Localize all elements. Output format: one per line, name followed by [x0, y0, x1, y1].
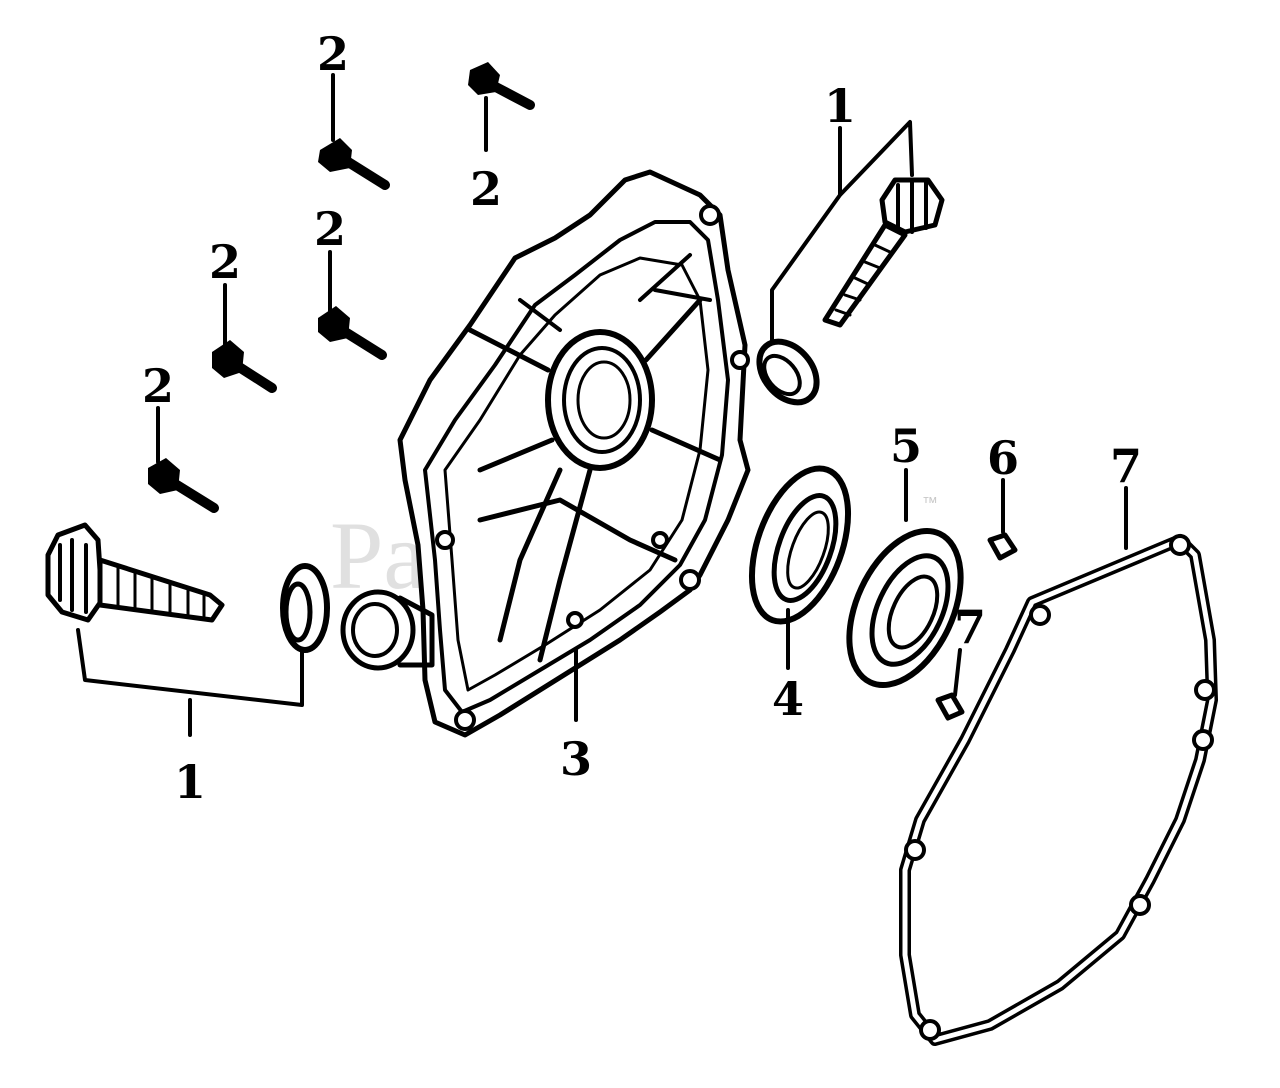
callout-2-a: 2 [317, 27, 349, 81]
flange-bolts [148, 62, 535, 513]
callout-5: 5 [890, 419, 922, 473]
ball-bearing [846, 527, 964, 689]
callouts: 1 1 2 2 2 2 2 3 4 5 6 7 7 [142, 27, 1142, 809]
dowel-pin-6 [987, 532, 1018, 561]
crankcase-cover [340, 169, 751, 738]
callout-2-e: 2 [142, 359, 174, 413]
watermark-tm: ™ [922, 495, 938, 512]
callout-1-right: 1 [824, 79, 856, 133]
callout-6: 6 [987, 431, 1019, 485]
bolt-c [318, 306, 387, 360]
callout-2-d: 2 [209, 235, 241, 289]
gasket [899, 534, 1218, 1046]
bolt-a [318, 138, 390, 190]
callout-1-left: 1 [174, 755, 206, 809]
callout-2-b: 2 [470, 162, 502, 216]
fill-plug-right [756, 177, 945, 406]
callout-7-gasket: 7 [1110, 439, 1142, 493]
callout-2-c: 2 [314, 202, 346, 256]
callout-4: 4 [772, 672, 804, 726]
oil-seal [748, 465, 852, 625]
leader-lines [76, 73, 1128, 737]
bolt-d [212, 340, 277, 393]
dowel-pin-7 [935, 692, 965, 721]
drain-plug-left [45, 522, 330, 653]
callout-3: 3 [560, 732, 592, 786]
callout-7-pin: 7 [954, 600, 986, 654]
bolt-b [468, 62, 535, 110]
bolt-e [148, 458, 219, 513]
